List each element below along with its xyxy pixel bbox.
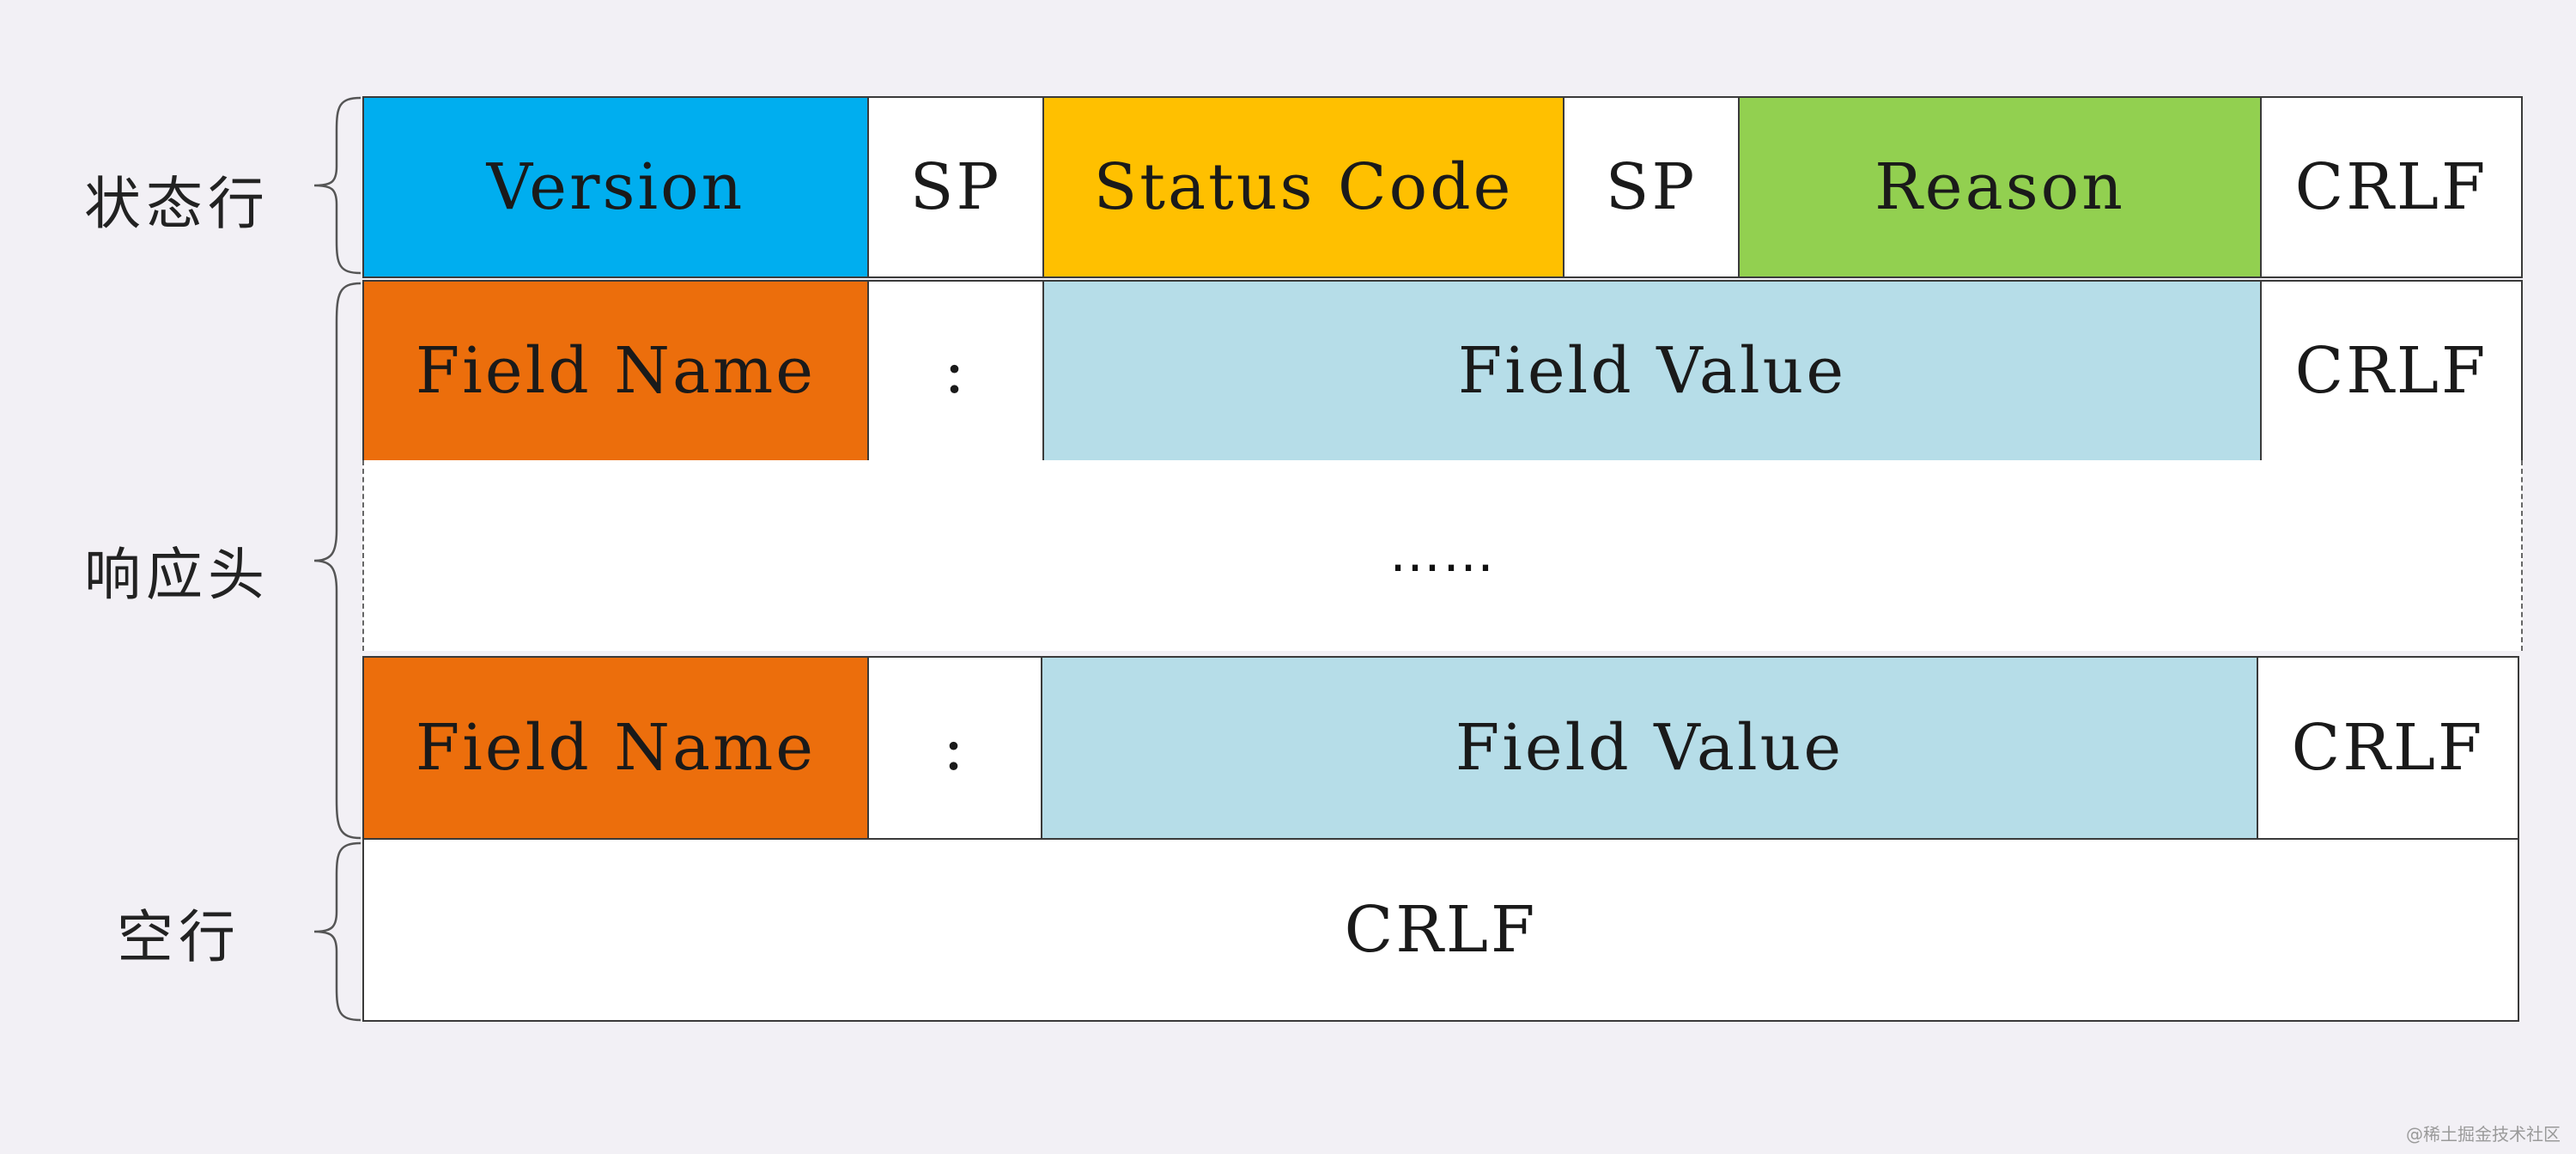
cell-header-crlf: CRLF	[2257, 656, 2519, 840]
cell-field-name: Field Name	[362, 656, 869, 840]
ellipsis: ……	[1389, 524, 1496, 584]
cell-field-value: Field Value	[1041, 656, 2258, 840]
cell-header-crlf: CRLF	[2260, 280, 2523, 462]
ellipsis-area	[362, 460, 2523, 651]
watermark: @稀土掘金技术社区	[2406, 1124, 2561, 1145]
cell-field-value: Field Value	[1042, 280, 2262, 462]
label-status-line: 状态行	[84, 171, 270, 237]
blank-line-brace	[313, 841, 361, 1022]
cell-blank-crlf: CRLF	[362, 838, 2519, 1022]
status-line-brace	[313, 96, 361, 275]
response-header-brace	[313, 282, 361, 840]
cell-sp-2: SP	[1563, 96, 1740, 278]
cell-field-name: Field Name	[362, 280, 869, 462]
cell-reason: Reason	[1738, 96, 2262, 278]
cell-colon: :	[867, 656, 1042, 840]
label-response-header: 响应头	[84, 542, 270, 608]
cell-status-crlf: CRLF	[2260, 96, 2523, 278]
cell-sp-1: SP	[867, 96, 1044, 278]
label-blank-line: 空行	[117, 904, 240, 970]
cell-version: Version	[362, 96, 869, 278]
cell-status-code: Status Code	[1042, 96, 1564, 278]
cell-colon: :	[867, 280, 1044, 462]
